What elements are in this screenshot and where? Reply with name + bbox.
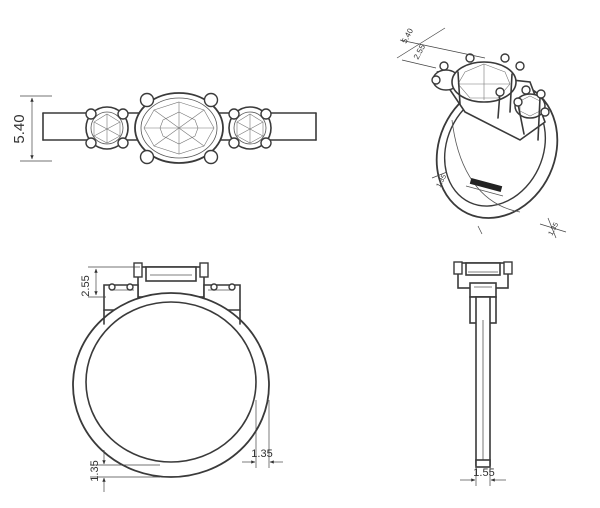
- top-view: 5.40: [11, 92, 317, 165]
- front-view: 2.55 1.35 1.35: [72, 262, 283, 492]
- front-view-shank-bottom-label: 1.35: [89, 460, 101, 481]
- perspective-view-head: [431, 53, 550, 141]
- top-view-right-side-stone: [228, 106, 272, 150]
- top-view-center-stone: [134, 92, 224, 165]
- front-view-head-height-label: 2.55: [80, 275, 92, 296]
- perspective-view: 5.40 2.55 1.35 1.35: [396, 26, 567, 239]
- top-view-left-side-stone: [85, 106, 129, 150]
- front-view-shank-side-label: 1.35: [251, 448, 272, 460]
- top-view-dimension-height: 5.40: [11, 95, 52, 162]
- side-view-shank: [469, 296, 497, 468]
- side-view-shank-width-label: 1.55: [473, 467, 494, 479]
- perspective-dim-a-label: 5.40: [400, 26, 416, 44]
- side-view: 1.55: [453, 261, 513, 486]
- side-view-dimensions: 1.55: [460, 466, 506, 486]
- side-view-head: [453, 261, 513, 298]
- top-view-height-label: 5.40: [11, 114, 28, 143]
- perspective-view-hallmark-logo: [469, 177, 503, 193]
- front-view-dimensions: 2.55 1.35 1.35: [80, 266, 283, 492]
- perspective-dim-d-label: 1.35: [548, 222, 561, 237]
- front-view-shank: [72, 292, 270, 478]
